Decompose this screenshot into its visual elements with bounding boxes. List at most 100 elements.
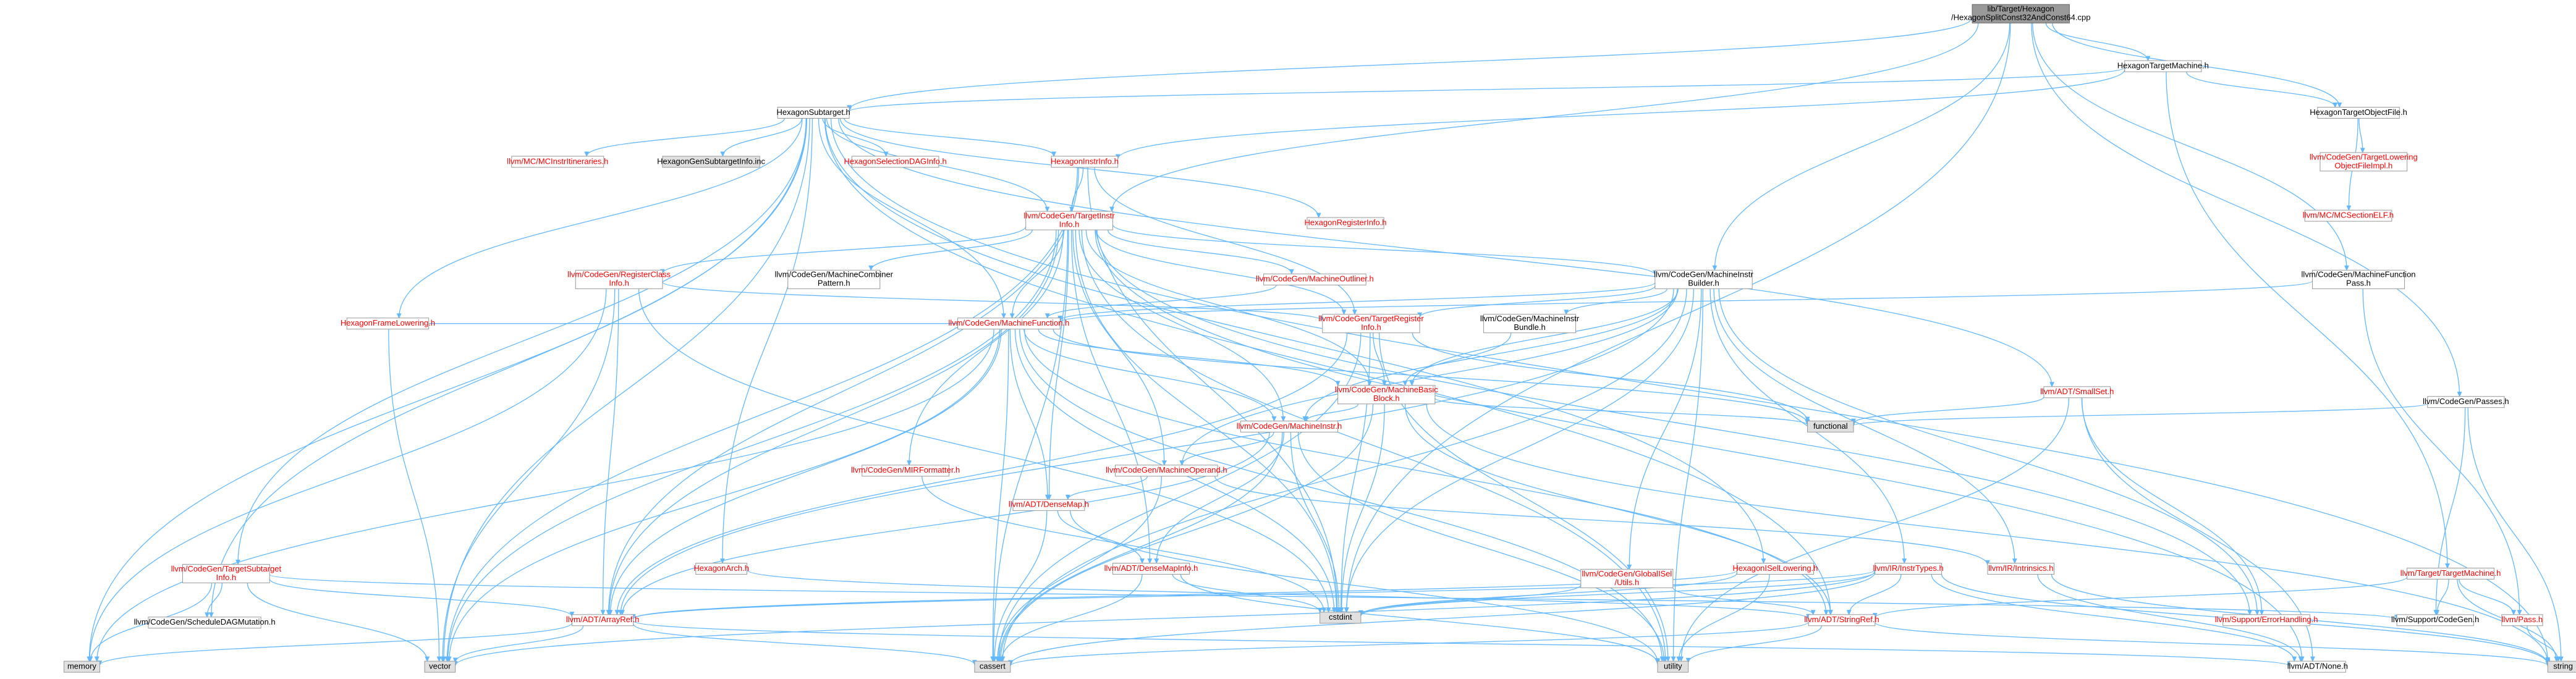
- node-mf[interactable]: llvm/CodeGen/MachineFunction.h: [948, 318, 1069, 330]
- edge-tri-to-functional: [1412, 332, 1808, 422]
- node-mcitin[interactable]: llvm/MC/MCInstrItineraries.h: [507, 156, 608, 168]
- node-ltm[interactable]: llvm/Target/TargetMachine.h: [2400, 567, 2501, 580]
- node-irtypes[interactable]: llvm/IR/InstrTypes.h: [1873, 562, 1944, 575]
- edge-cgtii-to-densemap: [1048, 230, 1069, 500]
- node-dmi[interactable]: llvm/ADT/DenseMapInfo.h: [1104, 562, 1198, 575]
- edge-cgtii-to-vector: [447, 230, 1057, 662]
- node-supcg[interactable]: llvm/Support/CodeGen.h: [2391, 614, 2479, 626]
- arrowhead: [205, 612, 210, 618]
- node-box: [2320, 152, 2408, 172]
- node-errh[interactable]: llvm/Support/ErrorHandling.h: [2215, 614, 2318, 626]
- edge-densemap-to-utility: [1070, 510, 1658, 663]
- edge-arrayref-to-memory: [99, 622, 573, 666]
- arrowhead: [446, 656, 452, 662]
- node-label: HexagonSelectionDAGInfo.h: [844, 156, 946, 166]
- node-box: [63, 660, 100, 673]
- arrowhead: [1671, 656, 1676, 662]
- edge-subtarget-to-gensub: [722, 118, 803, 156]
- node-box: [777, 107, 850, 119]
- edge-cgtii-to-mf: [1012, 230, 1064, 318]
- edge-cgtii-to-rci: [662, 226, 1027, 274]
- arrowhead: [2344, 265, 2349, 271]
- edge-cgtii-to-dmi: [1070, 230, 1151, 563]
- node-sdm[interactable]: llvm/CodeGen/ScheduleDAGMutation.h: [134, 617, 276, 629]
- node-subtarget[interactable]: HexagonSubtarget.h: [777, 107, 850, 119]
- arrowhead: [1316, 213, 1321, 219]
- node-label: Pass.h: [2346, 279, 2371, 288]
- node-smallset[interactable]: llvm/ADT/SmallSet.h: [2040, 386, 2114, 399]
- node-tlofi[interactable]: llvm/CodeGen/TargetLoweringObjectFileImp…: [2310, 152, 2418, 172]
- node-passes[interactable]: llvm/CodeGen/Passes.h: [2423, 396, 2509, 408]
- edge-mi-to-dmi: [1156, 432, 1284, 563]
- edge-subtarget-to-regx: [839, 118, 1320, 218]
- node-pass[interactable]: llvm/Pass.h: [2501, 614, 2543, 626]
- node-utility: utility: [1657, 660, 1689, 673]
- node-mout[interactable]: llvm/CodeGen/MachineOutliner.h: [1256, 273, 1374, 285]
- node-seldag[interactable]: HexagonSelectionDAGInfo.h: [844, 156, 947, 168]
- edge-instrinfo-to-tri: [1094, 167, 1355, 314]
- node-label: Block.h: [1373, 394, 1400, 403]
- arrowhead: [2292, 656, 2297, 662]
- arrowhead: [1823, 610, 1829, 615]
- node-box: [511, 156, 604, 168]
- node-label: llvm/CodeGen/MachineInstr.h: [1237, 421, 1342, 431]
- node-densemap[interactable]: llvm/ADT/DenseMap.h: [1009, 499, 1089, 511]
- edge-root-to-tm: [2045, 23, 2149, 61]
- node-box: [2312, 269, 2405, 289]
- node-label: HexagonTargetObjectFile.h: [2310, 108, 2407, 117]
- arrowhead: [1846, 610, 1852, 615]
- arrowhead: [1140, 558, 1145, 564]
- node-mcelf[interactable]: llvm/MC/MCSectionELF.h: [2303, 209, 2394, 222]
- arrowhead: [1109, 206, 1114, 213]
- arrowhead: [1154, 558, 1159, 564]
- edge-mf-to-arrayref: [609, 329, 1002, 615]
- edge-tri-to-mbb: [1373, 332, 1385, 386]
- node-memory: memory: [63, 660, 100, 673]
- node-stringref[interactable]: llvm/ADT/StringRef.h: [1804, 614, 1879, 626]
- edge-root-to-subtarget: [849, 17, 1973, 110]
- arrowhead: [1336, 607, 1342, 614]
- edge-irtypes-to-stringref: [1848, 574, 1902, 615]
- node-mop[interactable]: llvm/CodeGen/MachineOperand.h: [1106, 465, 1227, 477]
- edge-cgtii-to-mbb: [1085, 230, 1370, 386]
- node-box: [2547, 660, 2576, 673]
- edge-cgtii-to-mib: [1112, 224, 1656, 276]
- edge-arrayref-to-none: [633, 620, 2290, 667]
- edge-mop-to-densemap: [1067, 476, 1148, 500]
- node-harch[interactable]: HexagonArch.h: [693, 562, 749, 575]
- node-instrinfo[interactable]: HexagonInstrInfo.h: [1051, 156, 1119, 168]
- node-tm[interactable]: HexagonTargetMachine.h: [2117, 60, 2209, 72]
- node-box: [695, 562, 748, 575]
- node-none[interactable]: llvm/ADT/None.h: [2287, 660, 2348, 673]
- edge-root-to-cstdint: [1346, 23, 2011, 612]
- node-gisel[interactable]: llvm/CodeGen/GlobalISel/Utils.h: [1580, 569, 1674, 588]
- node-mirf[interactable]: llvm/CodeGen/MIRFormatter.h: [851, 465, 960, 477]
- edge-subtarget-to-harch: [722, 118, 813, 563]
- node-hfl[interactable]: HexagonFrameLowering.h: [341, 318, 435, 330]
- node-label: llvm/CodeGen/Passes.h: [2423, 397, 2509, 406]
- node-label: cstdint: [1329, 612, 1352, 622]
- node-label: llvm/ADT/StringRef.h: [1804, 615, 1879, 624]
- node-hisel[interactable]: HexagonISelLowering.h: [1732, 562, 1818, 575]
- arrowhead: [1805, 416, 1810, 423]
- arrowhead: [1147, 558, 1153, 564]
- node-mi[interactable]: llvm/CodeGen/MachineInstr.h: [1237, 420, 1342, 432]
- node-arrayref[interactable]: llvm/ADT/ArrayRef.h: [566, 614, 639, 626]
- node-label: HexagonInstrInfo.h: [1051, 156, 1119, 166]
- node-regx[interactable]: HexagonRegisterInfo.h: [1305, 217, 1387, 229]
- edge-tm-to-instrinfo: [1117, 69, 2125, 159]
- node-box: [2427, 396, 2505, 408]
- node-tof[interactable]: HexagonTargetObjectFile.h: [2310, 107, 2407, 119]
- node-label: HexagonISelLowering.h: [1732, 563, 1818, 573]
- arrowhead: [994, 656, 1000, 662]
- node-intrinsics[interactable]: llvm/IR/Intrinsics.h: [1987, 562, 2055, 575]
